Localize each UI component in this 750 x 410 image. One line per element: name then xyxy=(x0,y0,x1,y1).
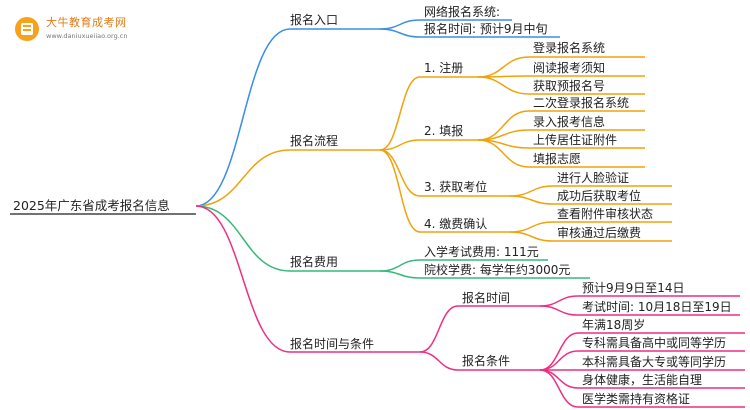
connector-time-item xyxy=(539,295,579,307)
time-group: 报名时间 xyxy=(462,291,511,305)
connector-process-step xyxy=(379,149,421,233)
condition-item: 专科需具备高中或同等学历 xyxy=(582,336,727,350)
process-step-pay: 4. 缴费确认 xyxy=(424,217,488,231)
branch-process: 报名流程 xyxy=(290,134,339,148)
condition-item: 医学类需持有资格证 xyxy=(582,392,691,406)
process-item: 审核通过后缴费 xyxy=(557,226,642,240)
fee-item: 入学考试费用: 111元 xyxy=(424,245,539,259)
branch-fee: 报名费用 xyxy=(290,255,339,269)
process-step-seat: 3. 获取考位 xyxy=(424,180,488,194)
branch-time-conditions: 报名时间与条件 xyxy=(290,337,375,351)
connector-process-item xyxy=(509,185,554,197)
process-item: 登录报名系统 xyxy=(533,41,606,55)
connector-process xyxy=(195,149,291,207)
logo-title: 大牛教育成考网 xyxy=(46,16,127,29)
condition-item: 年满18周岁 xyxy=(582,318,646,332)
condition-item: 本科需具备大专或等同学历 xyxy=(582,355,727,369)
connector-process-item xyxy=(477,76,530,95)
process-item: 进行人脸验证 xyxy=(557,171,630,185)
connector-process-step xyxy=(379,139,421,151)
connector-fee-item xyxy=(379,270,421,279)
process-item: 填报志愿 xyxy=(533,152,582,166)
book-logo-icon xyxy=(15,17,39,41)
process-item: 查看附件审核状态 xyxy=(557,207,654,221)
time-item: 考试时间: 10月18日至19日 xyxy=(582,300,732,314)
connector-process-item xyxy=(509,231,554,242)
process-item: 上传居住证附件 xyxy=(533,133,618,147)
process-item: 获取预报名号 xyxy=(533,79,606,93)
entrance-item: 网络报名系统: xyxy=(424,5,501,19)
connector-process-item xyxy=(477,56,530,78)
connector-condition-item xyxy=(539,350,579,371)
process-step-fill: 2. 填报 xyxy=(424,124,464,138)
conditions-group: 报名条件 xyxy=(462,354,511,368)
connector-process-step xyxy=(379,76,421,151)
process-item: 录入报考信息 xyxy=(533,115,606,129)
connector-time-group xyxy=(419,305,459,353)
connector-entrance-item xyxy=(379,19,421,30)
branch-entrance: 报名入口 xyxy=(290,13,339,27)
root-topic: 2025年广东省成考报名信息 xyxy=(13,198,170,213)
connector-entrance xyxy=(195,28,291,207)
connector-process-item xyxy=(509,195,554,205)
process-item: 二次登录报名系统 xyxy=(533,96,630,110)
entrance-item: 报名时间: 预计9月中旬 xyxy=(424,22,548,36)
time-item: 预计9月9日至14日 xyxy=(582,281,685,295)
connector-time-item xyxy=(539,305,579,316)
condition-item: 身体健康，生活能自理 xyxy=(582,373,703,387)
connector-fee xyxy=(195,205,291,272)
connector-condition-item xyxy=(539,369,579,389)
logo-url: www.daniuxueiiao.org.cn xyxy=(46,32,128,40)
connector-process-item xyxy=(509,221,554,233)
process-item: 阅读报考须知 xyxy=(533,61,606,75)
connector-time-conditions xyxy=(195,205,291,353)
connector-condition-item xyxy=(539,369,579,408)
site-logo: 大牛教育成考网 www.daniuxueiiao.org.cn xyxy=(14,10,144,46)
connector-fee-item xyxy=(379,259,421,272)
fee-item: 院校学费: 每学年约3000元 xyxy=(424,263,571,277)
process-step-register: 1. 注册 xyxy=(424,61,464,75)
connector-entrance-item xyxy=(379,28,421,38)
connector-process-step xyxy=(379,149,421,197)
process-item: 成功后获取考位 xyxy=(557,189,642,203)
connector-conditions-group xyxy=(419,351,459,371)
connector-process-item xyxy=(477,139,530,168)
